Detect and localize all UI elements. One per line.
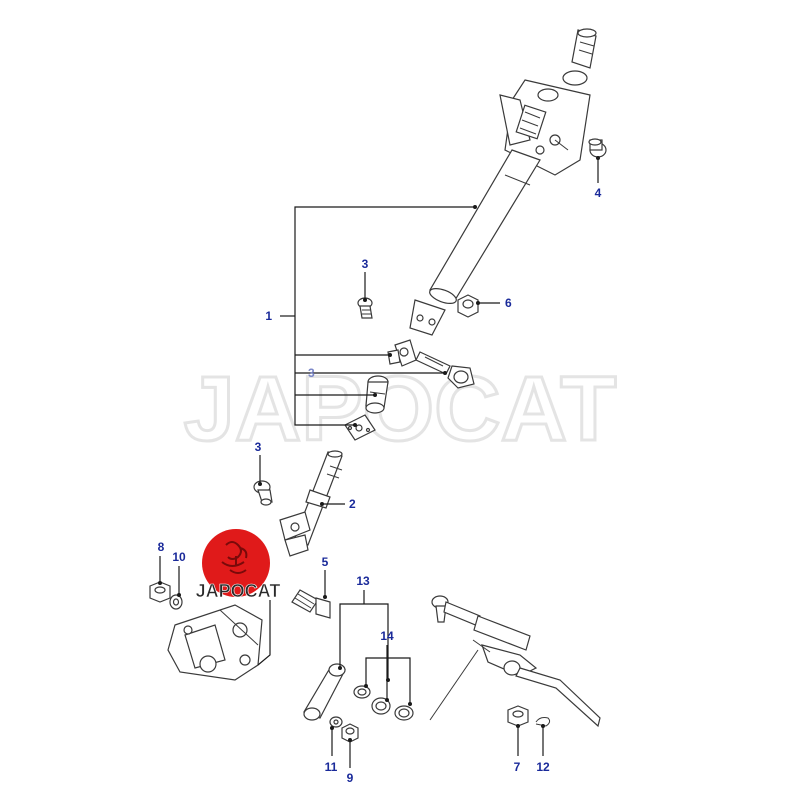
callout-5[interactable]: 5 (322, 555, 329, 569)
callout-labels: 1 2 3 3 3 4 5 6 7 8 9 10 11 12 13 14 (158, 186, 602, 785)
nut-part-9 (341, 723, 359, 743)
nut-part-8 (149, 581, 171, 603)
nut-part-6 (457, 294, 479, 318)
universal-joint-upper (387, 339, 417, 367)
washer-part-10 (169, 594, 183, 610)
callout-14[interactable]: 14 (380, 629, 394, 643)
callout-9[interactable]: 9 (347, 771, 354, 785)
callout-3-mid[interactable]: 3 (308, 366, 315, 380)
steering-column-upper (409, 28, 597, 336)
callout-4[interactable]: 4 (595, 186, 602, 200)
callout-3-top[interactable]: 3 (362, 257, 369, 271)
japocat-logo: JAPOCAT (195, 529, 281, 601)
callout-6[interactable]: 6 (505, 296, 512, 310)
logo-cat-icon (221, 541, 248, 574)
callout-11[interactable]: 11 (325, 760, 338, 774)
callout-10[interactable]: 10 (172, 550, 186, 564)
logo-text: JAPOCAT (196, 581, 281, 601)
callout-8[interactable]: 8 (158, 540, 165, 554)
callout-7[interactable]: 7 (514, 760, 521, 774)
seal-rings-part-14 (353, 685, 414, 721)
bolt-part-4 (588, 138, 607, 158)
cotter-pin-part-12 (535, 717, 551, 727)
callout-13[interactable]: 13 (356, 574, 370, 588)
bolt-part-3-upper (357, 297, 373, 319)
callout-2[interactable]: 2 (349, 497, 356, 511)
bolt-part-3-left (253, 480, 273, 506)
watermark-text: JAPOCAT (184, 358, 617, 460)
callout-12[interactable]: 12 (536, 760, 550, 774)
intermediate-shaft-part-2 (279, 450, 343, 557)
pitman-arm-part-13 (303, 663, 346, 721)
castle-nut-part-7 (507, 705, 529, 727)
steering-gear-box (167, 604, 263, 681)
callout-3-left[interactable]: 3 (255, 440, 262, 454)
pinch-bolt (415, 351, 475, 389)
leader-lines (158, 156, 600, 768)
flange-plate (344, 414, 376, 441)
drag-link-assembly (429, 595, 601, 728)
callout-1[interactable]: 1 (265, 309, 272, 323)
lock-washer-part-11 (329, 716, 343, 728)
bolt-part-5 (291, 589, 331, 619)
